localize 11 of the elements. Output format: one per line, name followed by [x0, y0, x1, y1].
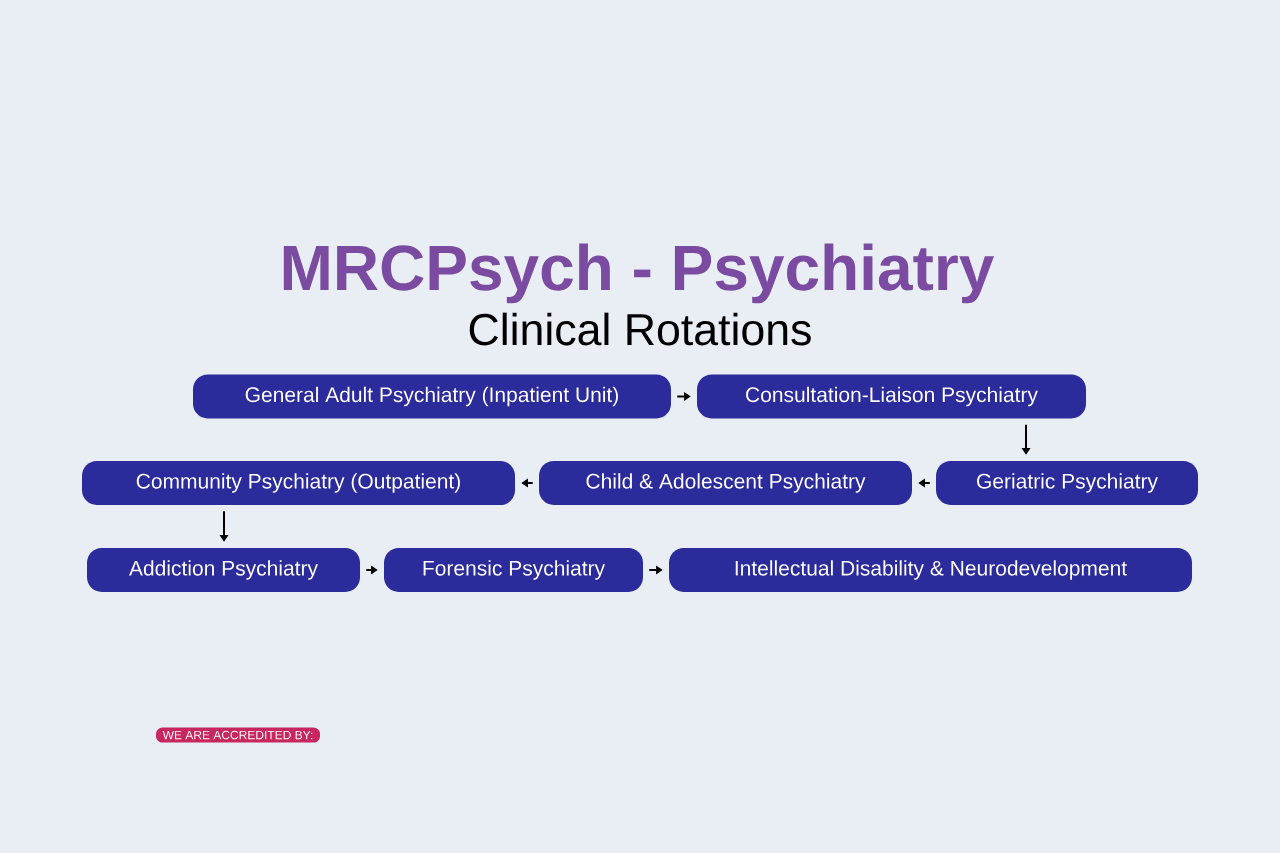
rotation-box: Consultation-Liaison Psychiatry — [697, 374, 1086, 419]
rotation-box: Geriatric Psychiatry — [936, 461, 1198, 505]
rotation-box: General Adult Psychiatry (Inpatient Unit) — [193, 374, 671, 419]
rotation-box: Intellectual Disability & Neurodevelopment — [669, 548, 1192, 592]
title: MRCPsych - Psychiatry — [283, 243, 995, 304]
rotation-box: Addiction Psychiatry — [87, 548, 360, 592]
subtitle: Clinical Rotations — [469, 312, 811, 346]
rotation-box: Community Psychiatry (Outpatient) — [82, 461, 515, 505]
rotation-box: Forensic Psychiatry — [384, 548, 643, 592]
rotation-box: Child & Adolescent Psychiatry — [539, 461, 912, 505]
banner-label: WE ARE ACCREDITED BY: — [156, 727, 320, 743]
